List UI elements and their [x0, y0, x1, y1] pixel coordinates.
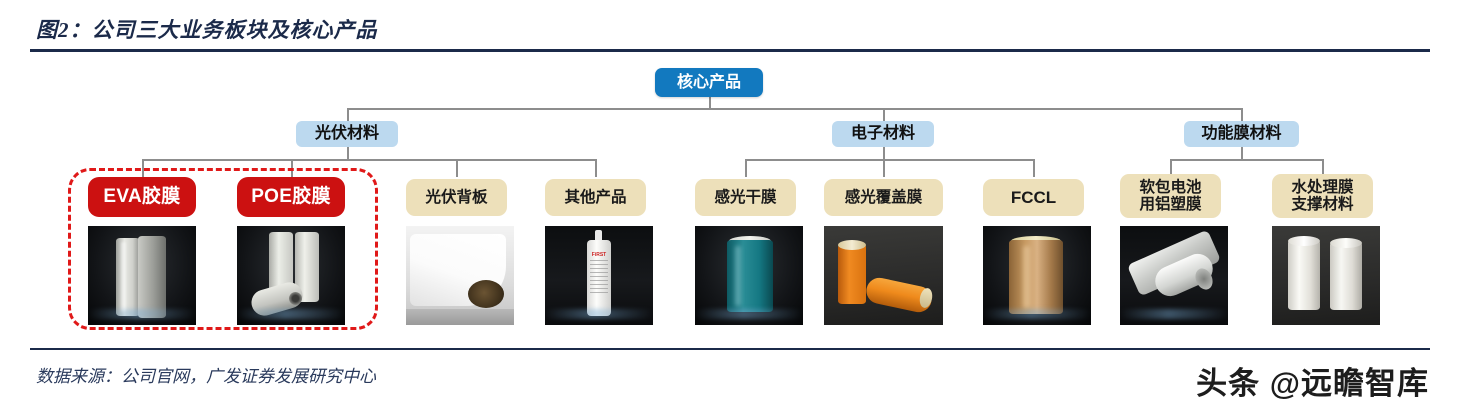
connector-root-stem: [709, 97, 711, 109]
connector-prod-watermembrane-drop: [1322, 159, 1324, 174]
node-product-label: POE胶膜: [251, 186, 331, 208]
node-root-core-products[interactable]: 核心产品: [655, 68, 763, 97]
node-product-eva[interactable]: EVA胶膜: [88, 177, 196, 217]
connector-cat1-bus: [142, 159, 595, 161]
connector-prod-fccl-drop: [1033, 159, 1035, 177]
connector-cat2-drop: [883, 108, 885, 121]
photo-eva-film-roll: [88, 226, 196, 325]
node-product-label: 其他产品: [564, 188, 627, 206]
connector-cat1-stem: [347, 145, 349, 159]
connector-prod-other-drop: [595, 159, 597, 177]
node-product-pv-backsheet[interactable]: 光伏背板: [406, 179, 507, 216]
node-category-label: 光伏材料: [314, 125, 379, 143]
node-product-label: 光伏背板: [425, 188, 488, 206]
connector-prod-alufilm-drop: [1170, 159, 1172, 174]
node-product-water-membrane[interactable]: 水处理膜 支撑材料: [1272, 174, 1373, 218]
connector-root-bus: [347, 108, 1241, 110]
header-divider: [30, 49, 1430, 52]
node-product-aluminum-plastic-film[interactable]: 软包电池 用铝塑膜: [1120, 174, 1221, 218]
node-category-electronic[interactable]: 电子材料: [832, 121, 934, 147]
connector-cat3-drop: [1241, 108, 1243, 121]
connector-prod-coverlay-drop: [883, 159, 885, 177]
node-product-label: 水处理膜 支撑材料: [1291, 178, 1354, 213]
connector-prod-dryfilm-drop: [745, 159, 747, 177]
photo-water-membrane-rolls: [1272, 226, 1380, 325]
node-root-label: 核心产品: [676, 73, 741, 91]
node-product-dry-film[interactable]: 感光干膜: [695, 179, 796, 216]
node-product-poe[interactable]: POE胶膜: [237, 177, 345, 217]
node-category-label: 电子材料: [850, 125, 915, 143]
footer-divider: [30, 348, 1430, 350]
node-product-label: FCCL: [1010, 187, 1057, 207]
node-category-label: 功能膜材料: [1201, 125, 1282, 143]
photo-poe-film-rolls: [237, 226, 345, 325]
highlight-dashed-box: [68, 168, 378, 330]
watermark-logo: 头条 @远瞻智库: [1196, 366, 1429, 401]
node-category-functional-film[interactable]: 功能膜材料: [1184, 121, 1299, 147]
source-note: 数据来源：公司官网，广发证券发展研究中心: [36, 367, 376, 386]
photo-coverlay-rolls: [824, 226, 943, 325]
photo-fccl-copper-roll: [983, 226, 1091, 325]
connector-prod-backsheet-drop: [456, 159, 458, 177]
connector-cat2-bus: [745, 159, 1033, 161]
node-category-photovoltaic[interactable]: 光伏材料: [296, 121, 398, 147]
connector-cat3-bus: [1170, 159, 1322, 161]
photo-aluminum-plastic-film: [1120, 226, 1228, 325]
photo-dry-film-roll: [695, 226, 803, 325]
node-product-other[interactable]: 其他产品: [545, 179, 646, 216]
node-product-label: EVA胶膜: [103, 186, 181, 208]
connector-cat1-drop: [347, 108, 349, 121]
photo-pv-backsheet-roll: [406, 226, 514, 325]
node-product-label: 感光覆盖膜: [844, 188, 923, 206]
photo-sealant-cartridge: FiRST: [545, 226, 653, 325]
connector-cat2-stem: [883, 145, 885, 159]
node-product-coverlay[interactable]: 感光覆盖膜: [824, 179, 943, 216]
connector-cat3-stem: [1241, 145, 1243, 159]
node-product-label: 软包电池 用铝塑膜: [1139, 178, 1202, 213]
node-product-fccl[interactable]: FCCL: [983, 179, 1084, 216]
node-product-label: 感光干膜: [714, 188, 777, 206]
figure-title: 图2：公司三大业务板块及核心产品: [36, 18, 378, 42]
